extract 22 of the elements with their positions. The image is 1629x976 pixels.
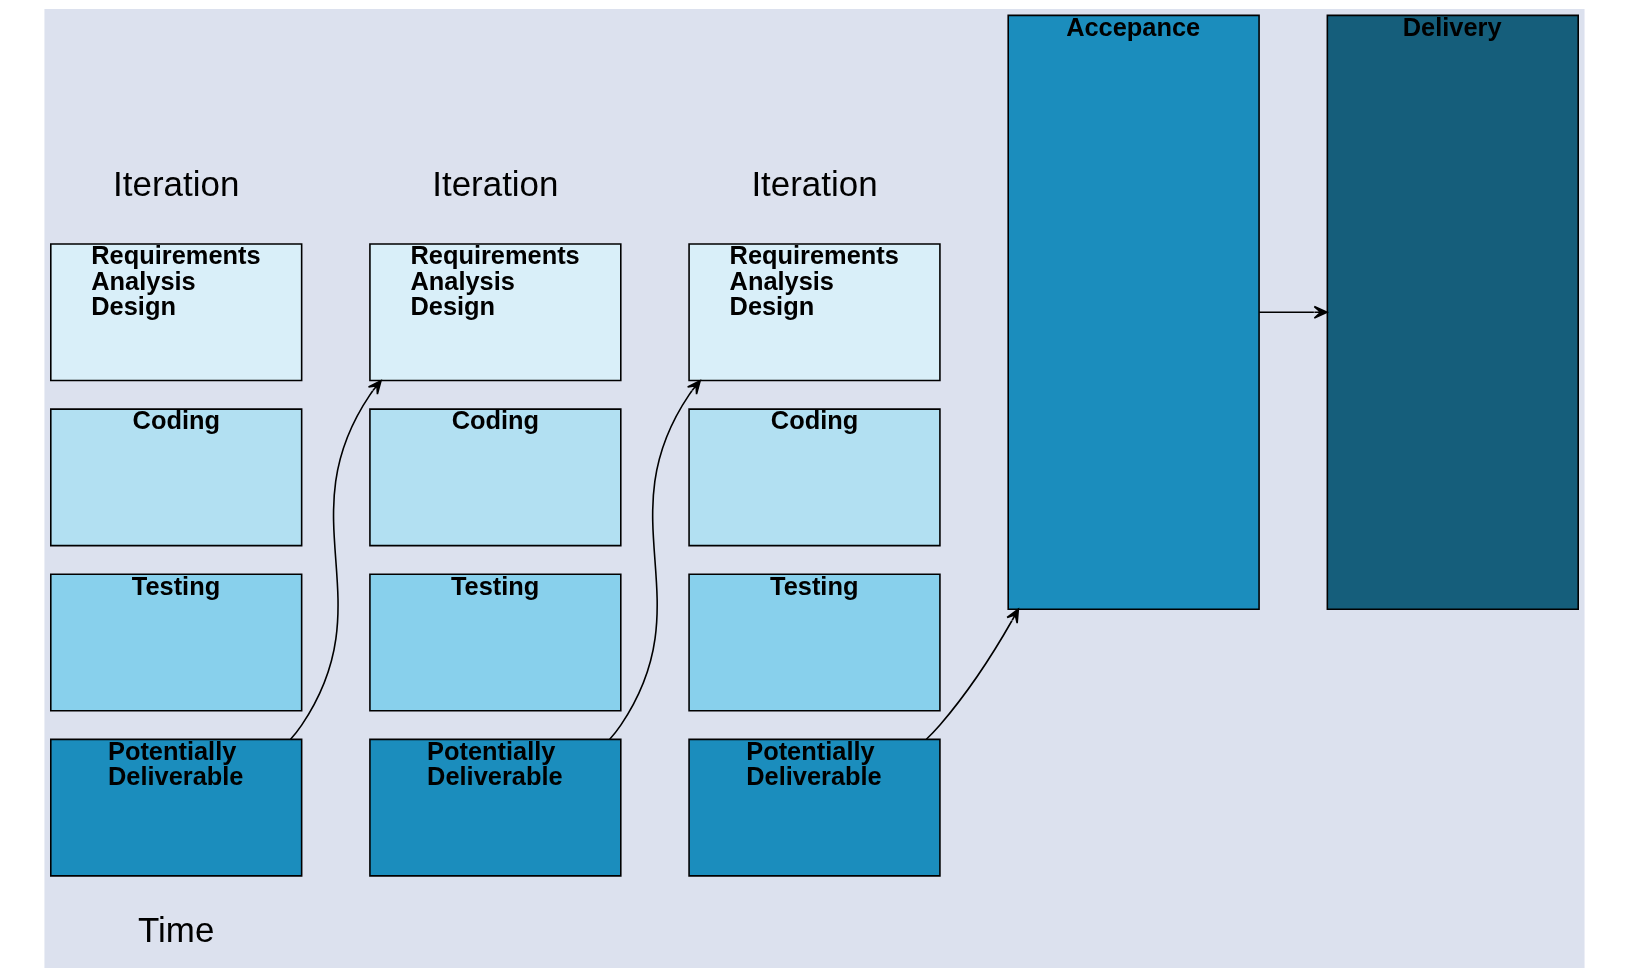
arrow	[608, 379, 701, 740]
node-box: Testing	[369, 572, 622, 712]
node-box: Testing	[688, 572, 941, 712]
node-box: Coding	[50, 407, 303, 546]
label: Iteration	[113, 163, 240, 203]
node-box: Accepance	[1007, 14, 1260, 610]
node-box: Requirements Analysis Design	[369, 242, 622, 381]
arrow	[1258, 305, 1328, 319]
node-box: Coding	[369, 407, 622, 546]
node-box: Requirements Analysis Design	[688, 242, 941, 381]
node-box: Delivery	[1326, 14, 1579, 610]
node-box: Testing	[50, 572, 303, 712]
node-box: Coding	[688, 407, 941, 546]
node-box: Potentially Deliverable	[50, 738, 303, 877]
node-box: Requirements Analysis Design	[50, 242, 303, 381]
node-box: Potentially Deliverable	[369, 738, 622, 877]
label: Iteration	[751, 163, 878, 203]
arrow	[289, 379, 382, 740]
label: Time	[138, 909, 215, 949]
label: Iteration	[432, 163, 559, 203]
node-box: Potentially Deliverable	[688, 738, 941, 877]
arrow	[925, 607, 1020, 740]
